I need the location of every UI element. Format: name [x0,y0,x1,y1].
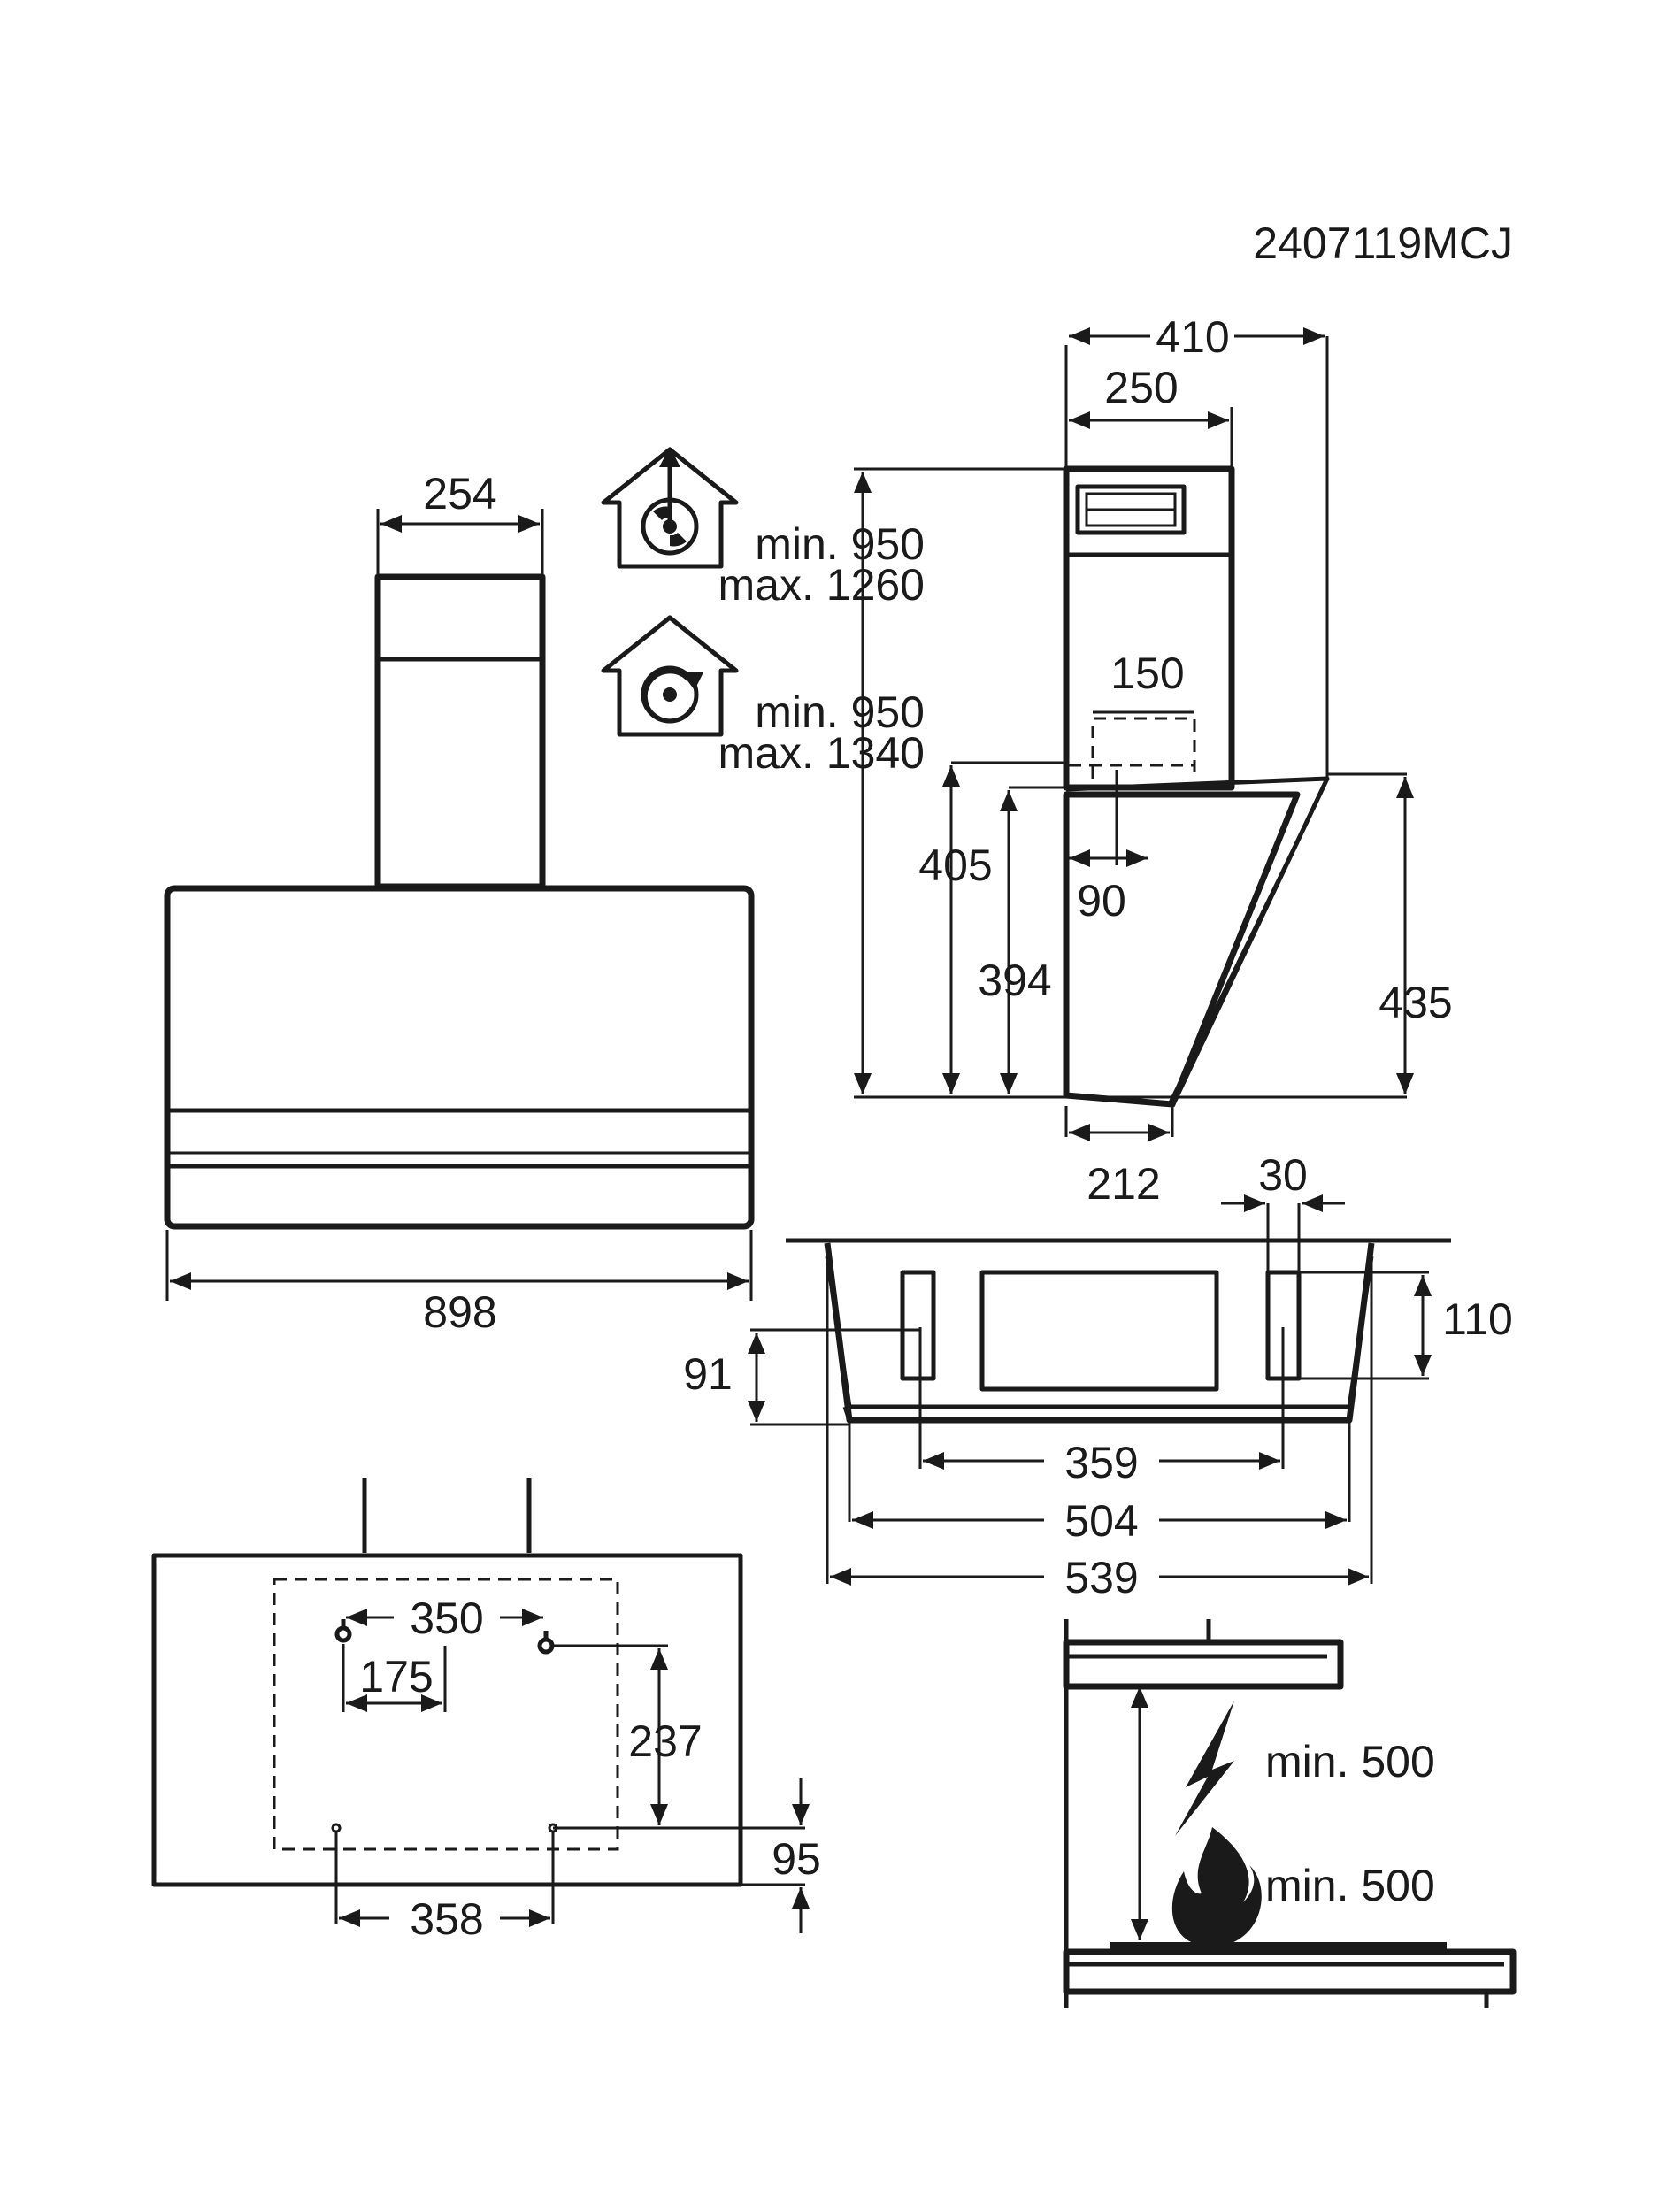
side-chimney [1063,465,1235,791]
top-view: 30 110 91 359 504 539 [683,1150,1513,1602]
lightning-icon [1175,1701,1234,1836]
clearance-worktop [1063,1948,1517,1995]
dim-top-width: 539 [1064,1553,1138,1602]
template-dashed-area [273,1578,619,1851]
dim-outlet-offset: 90 [1077,876,1126,926]
side-hood-body [1063,791,1301,1108]
dim-height-405: 405 [918,841,992,890]
house-extraction-icon [601,447,739,569]
dim-slot-spacing: 359 [1064,1438,1138,1487]
dim-glass-height: 435 [1379,978,1452,1027]
recirculation-min: min. 950 [755,687,925,737]
gas-clearance: min. 500 [1265,1861,1435,1910]
height-ranges: min. 950 max. 1260 min. 950 max. 1340 [601,447,925,778]
extraction-max: max. 1260 [718,560,925,610]
dim-slot-width: 30 [1258,1150,1308,1200]
dim-bottom-depth: 212 [1087,1159,1160,1209]
top-hood-outline [824,1242,1375,1424]
clearance-view: min. 500 min. 500 [1063,1619,1517,2008]
dim-slot-offset: 91 [683,1349,733,1399]
dim-hole-spacing-top: 350 [410,1594,483,1643]
flame-icon [1171,1827,1262,1947]
extraction-min: min. 950 [755,519,925,569]
dim-bottom-width: 504 [1064,1496,1138,1546]
dim-total-depth: 410 [1156,312,1229,362]
dim-hood-width: 898 [423,1287,496,1337]
front-hood-body [164,885,755,1230]
keyhole-right-icon [537,1631,555,1655]
dim-half-spacing: 175 [359,1652,433,1701]
side-view: 410 250 150 90 405 394 435 212 [854,312,1453,1209]
dim-chimney-width: 254 [423,469,496,518]
recirculation-max: max. 1340 [718,728,925,778]
dim-outlet-width: 150 [1110,649,1184,698]
document-code: 2407119MCJ [1253,219,1513,268]
template-outline [151,1553,743,1887]
dim-vertical-spacing: 237 [628,1717,702,1766]
left-slot [900,1270,936,1381]
wall-template: 350 175 237 95 358 [151,1478,821,1944]
center-filter [979,1270,1219,1392]
dim-slot-height: 110 [1442,1294,1513,1344]
electric-clearance: min. 500 [1265,1737,1435,1786]
dim-bottom-offset: 95 [772,1834,821,1884]
clearance-hood [1063,1639,1344,1690]
screw-hole-left [331,1823,342,1833]
keyhole-left-icon [334,1619,352,1643]
vent-grille [1075,484,1187,535]
dim-hole-spacing-bottom: 358 [410,1894,483,1944]
hob [1110,1942,1447,1955]
front-view: 254 898 [164,469,755,1337]
dim-chimney-depth: 250 [1104,363,1178,412]
front-chimney [374,573,546,890]
house-recirculation-icon [601,615,739,737]
dim-height-394: 394 [978,956,1051,1005]
